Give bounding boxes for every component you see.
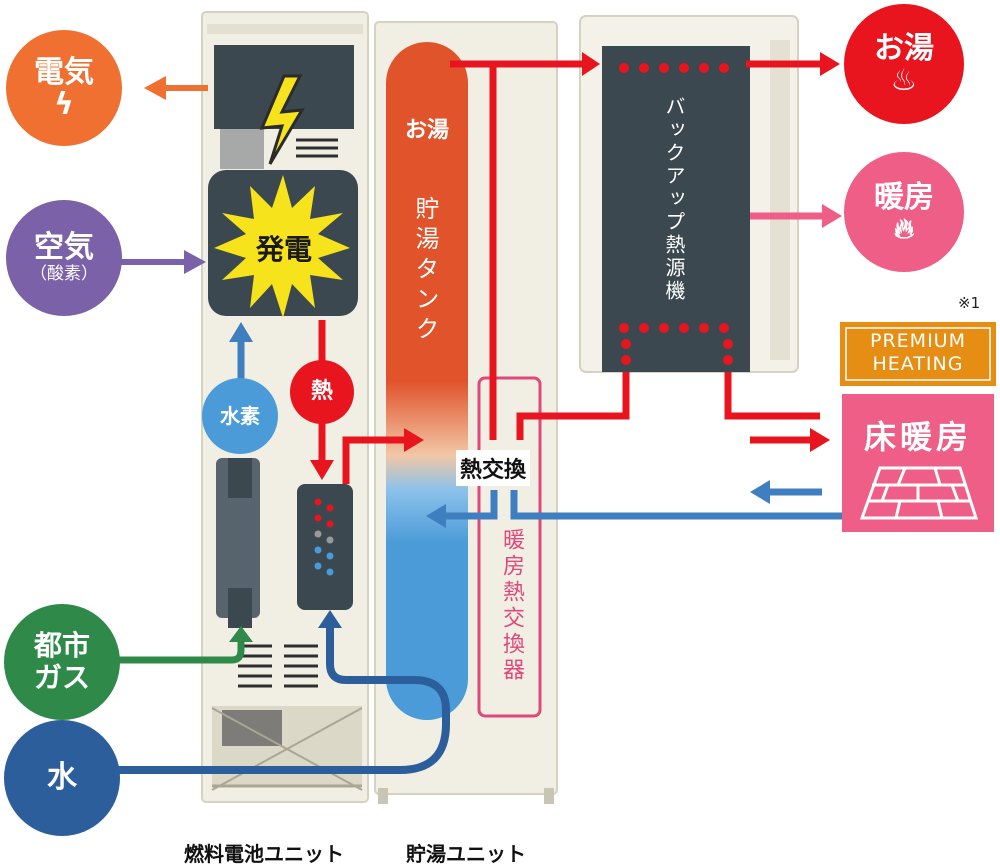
fuel-cell-heat-exchanger [297,484,353,610]
premium-heating-badge [840,322,996,386]
storage-unit-caption: 貯湯ユニット [406,842,526,866]
lightning-icon: ϟ [54,87,74,123]
cold-arrowheads [229,322,770,528]
tank-top-label: お湯 [404,118,449,143]
gas-pipe [104,640,245,664]
city-gas-label-line2: ガス [33,661,90,694]
fuel-cell-unit-caption: 燃料電池ユニット [184,842,344,866]
steam-icon: ♨ [890,63,918,99]
heating-node: 暖房 🔥︎ [844,152,964,272]
floor-tiles-icon [859,466,979,520]
hot-water-node: お湯 ♨ [844,4,964,124]
premium-line: PREMIUM [870,330,966,352]
heat-bubble: 熱 [290,360,354,424]
lightning-bolt [259,74,305,165]
water-label: 水 [47,759,77,795]
air-node: 空気 （酸素） [6,200,122,316]
air-label: 空気 [34,229,94,265]
premium-heating-text: PREMIUM HEATING [846,330,990,376]
electricity-label: 電気 [34,54,94,90]
generation-burst [214,175,350,318]
floor-heating-label: 床暖房 [863,418,972,456]
generation-label: 発電 [255,233,312,266]
heating-label: 暖房 [874,179,934,215]
heating-line: HEATING [872,353,964,375]
electricity-node: 電気 ϟ [6,30,122,146]
backup-heater-dots [619,63,733,365]
heat-exchange-label: 熱交換 [456,450,531,486]
heating-exchanger-box [477,376,542,718]
tank-name-label: 貯湯タンク [411,196,439,346]
floor-heating-panel [842,394,994,532]
water-supply-pipe [110,626,450,774]
vent-grille [238,138,338,688]
hydrogen-bubble: 水素 [202,378,278,454]
footnote-mark: ※1 [958,294,981,312]
heat-label: 熱 [310,379,333,405]
heating-exchanger-label: 暖房熱交換器 [499,528,524,684]
hot-arrowheads [310,52,840,480]
city-gas-label-line1: 都市 [33,628,90,662]
city-gas-node: 都市 ガス [4,604,120,720]
storage-tank [386,42,468,720]
hot-water-label: お湯 [874,30,934,66]
hydrogen-label: 水素 [220,403,260,428]
backup-heater-label: バックアップ熱源機 [662,96,686,303]
air-sub-label: （酸素） [30,264,98,285]
water-node: 水 [4,720,120,836]
flame-icon: 🔥︎ [893,212,915,246]
